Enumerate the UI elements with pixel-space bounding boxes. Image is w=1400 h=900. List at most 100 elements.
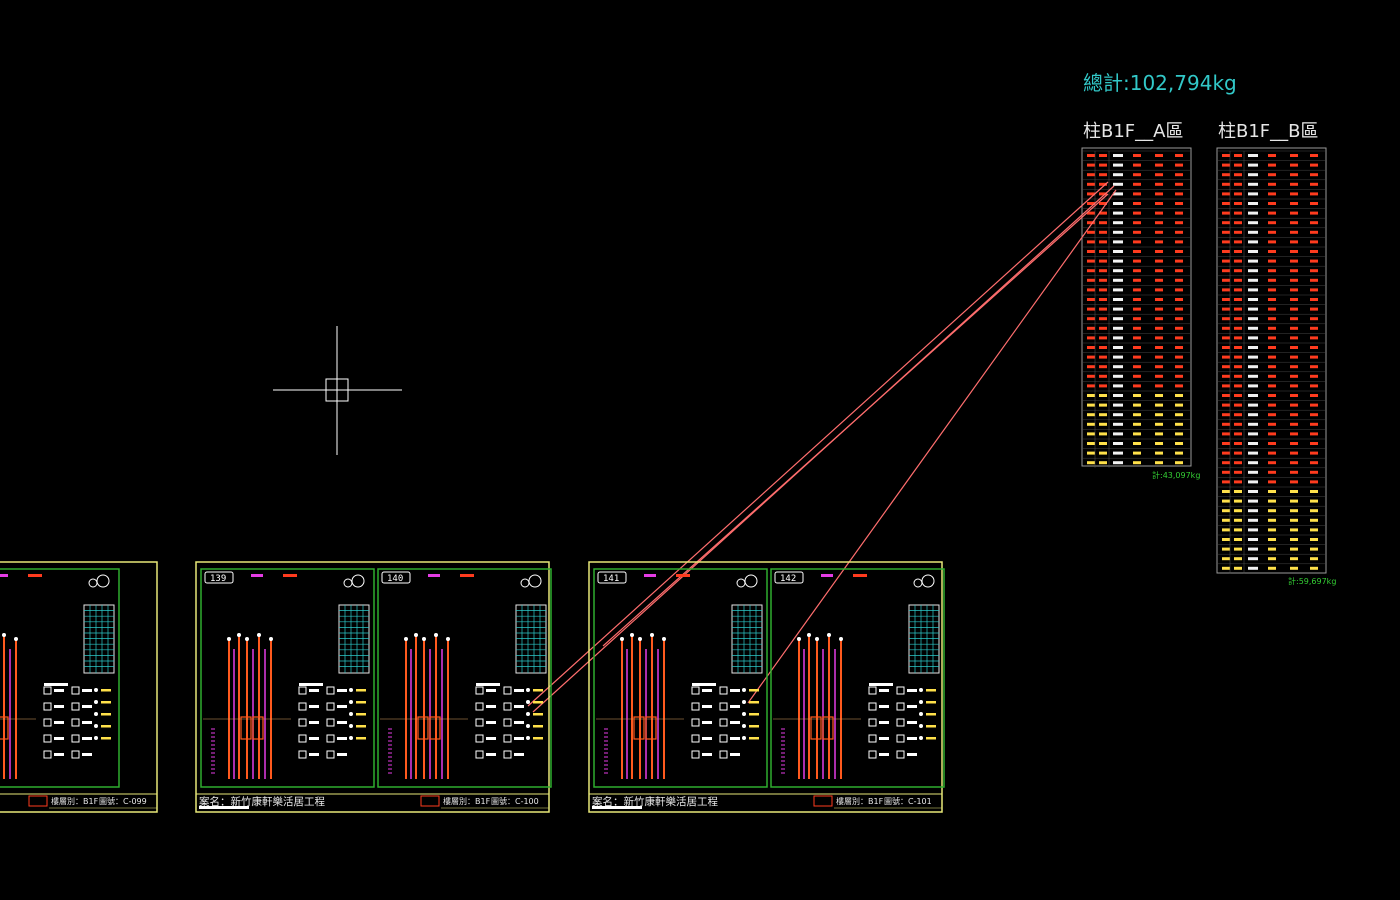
table-cell-mark	[1099, 346, 1107, 349]
table-cell-mark	[1175, 173, 1183, 177]
table-cell-mark	[1099, 461, 1107, 465]
table-cell-mark	[1234, 182, 1242, 186]
company-logo-icon	[420, 795, 440, 807]
table-cell-mark	[1248, 403, 1258, 407]
table-cell-mark	[1133, 154, 1141, 157]
table-cell-mark	[1268, 422, 1276, 426]
table-cell-mark	[1248, 480, 1258, 484]
table-cell-mark	[1268, 192, 1276, 196]
sheet-number-box	[597, 571, 627, 584]
sheet-border	[195, 561, 550, 813]
table-cell-mark	[1248, 230, 1258, 234]
legend-icon	[43, 750, 52, 759]
table-cell-mark	[1087, 317, 1095, 321]
legend-icon	[326, 734, 335, 743]
table-cell-mark	[1113, 240, 1123, 244]
legend-icon	[71, 686, 80, 695]
table-cell-mark	[1310, 230, 1318, 234]
table-cell-mark	[1222, 461, 1230, 465]
table-cell-mark	[1268, 557, 1276, 561]
table-cell-mark	[1222, 259, 1230, 263]
legend-icon	[868, 686, 877, 695]
legend-icon	[868, 750, 877, 759]
table-cell-mark	[1155, 326, 1163, 330]
table-cell-mark	[1099, 413, 1107, 417]
table-cell-mark	[1234, 278, 1242, 282]
table-cell-mark	[1268, 163, 1276, 167]
table-cell-mark	[1087, 173, 1095, 177]
table-cell-mark	[1222, 365, 1230, 369]
table-cell-mark	[1087, 298, 1095, 301]
table-cell-mark	[1113, 269, 1123, 273]
table-cell-mark	[1113, 192, 1123, 196]
table-cell-mark	[1087, 240, 1095, 244]
legend-icon	[43, 686, 52, 695]
legend-icon	[298, 702, 307, 711]
table-cell-mark	[1234, 432, 1242, 436]
table-cell-mark	[1087, 192, 1095, 196]
table-cell-mark	[1290, 326, 1298, 330]
table-cell-mark	[1175, 221, 1183, 225]
table-cell-mark	[1290, 211, 1298, 215]
table-cell-mark	[1113, 221, 1123, 225]
table-cell-mark	[1175, 230, 1183, 234]
table-cell-mark	[1099, 317, 1107, 321]
table-cell-mark	[1290, 394, 1298, 397]
table-cell-mark	[1133, 202, 1141, 205]
table-cell-mark	[1087, 394, 1095, 397]
table-cell-mark	[1310, 202, 1318, 205]
table-cell-mark	[1234, 240, 1242, 244]
table-cell-mark	[1155, 230, 1163, 234]
table-cell-mark	[1099, 259, 1107, 263]
table-cell-mark	[1222, 394, 1230, 397]
table-cell-mark	[1155, 442, 1163, 445]
table-cell-mark	[1290, 509, 1298, 513]
table-cell-mark	[1087, 374, 1095, 378]
table-cell-mark	[1222, 307, 1230, 311]
rebar-schedule-table-b[interactable]: 柱B1F__B區 計:59,697kg	[1216, 121, 1336, 586]
table-cell-mark	[1155, 211, 1163, 215]
table-cell-mark	[1290, 480, 1298, 484]
table-cell-mark	[1290, 470, 1298, 474]
table-cell-mark	[1133, 326, 1141, 330]
table-cell-mark	[1222, 288, 1230, 292]
table-cell-mark	[1222, 509, 1230, 513]
table-cell-mark	[1248, 288, 1258, 292]
table-cell-mark	[1175, 461, 1183, 465]
table-cell-mark	[1310, 451, 1318, 455]
table-cell-mark	[1113, 317, 1123, 321]
table-cell-mark	[1290, 298, 1298, 301]
legend-icon	[719, 686, 728, 695]
table-cell-mark	[1133, 298, 1141, 301]
table-cell-mark	[1234, 547, 1242, 551]
table-cell-mark	[1268, 336, 1276, 340]
table-cell-mark	[1222, 480, 1230, 484]
table-cell-mark	[1310, 326, 1318, 330]
table-cell-mark	[1310, 288, 1318, 292]
table-cell-mark	[1087, 432, 1095, 436]
table-cell-mark	[1234, 384, 1242, 388]
table-cell-mark	[1234, 518, 1242, 522]
table-cell-mark	[1248, 346, 1258, 349]
table-cell-mark	[1248, 528, 1258, 532]
table-cell-mark	[1248, 461, 1258, 465]
table-cell-mark	[1234, 422, 1242, 426]
table-cell-mark	[1248, 192, 1258, 196]
table-cell-mark	[1248, 307, 1258, 311]
table-cell-mark	[1234, 470, 1242, 474]
table-cell-mark	[1133, 259, 1141, 263]
table-cell-mark	[1087, 461, 1095, 465]
table-cell-mark	[1222, 298, 1230, 301]
table-cell-mark	[1133, 192, 1141, 196]
table-cell-mark	[1113, 413, 1123, 417]
table-cell-mark	[1234, 355, 1242, 359]
table-cell-mark	[1175, 442, 1183, 445]
table-cell-mark	[1310, 394, 1318, 397]
table-cell-mark	[1310, 221, 1318, 225]
table-cell-mark	[1310, 240, 1318, 244]
drawing-number: 圖號：C-100	[491, 796, 539, 806]
